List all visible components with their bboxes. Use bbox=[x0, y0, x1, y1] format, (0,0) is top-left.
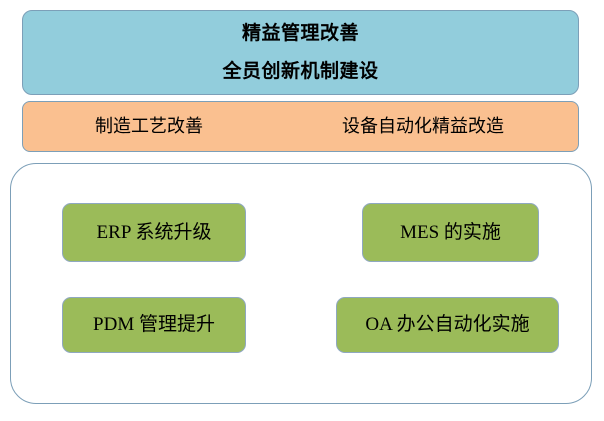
strategy-banner[interactable]: 精益管理改善 全员创新机制建设 bbox=[22, 10, 579, 95]
strategy-banner-line-1: 精益管理改善 bbox=[241, 22, 359, 44]
project-box-pdm-label: PDM 管理提升 bbox=[93, 314, 215, 336]
project-box-oa-label: OA 办公自动化实施 bbox=[365, 314, 530, 336]
project-box-mes-label: MES 的实施 bbox=[400, 221, 501, 243]
strategy-banner-line-2: 全员创新机制建设 bbox=[222, 60, 379, 82]
project-box-mes[interactable]: MES 的实施 bbox=[362, 203, 539, 262]
process-band[interactable]: 制造工艺改善 设备自动化精益改造 bbox=[22, 101, 579, 152]
project-box-erp-label: ERP 系统升级 bbox=[96, 221, 212, 243]
project-box-pdm[interactable]: PDM 管理提升 bbox=[62, 297, 246, 353]
process-band-item-automation: 设备自动化精益改造 bbox=[342, 116, 504, 137]
it-projects-container bbox=[10, 163, 592, 404]
project-box-oa[interactable]: OA 办公自动化实施 bbox=[336, 297, 559, 353]
project-box-erp[interactable]: ERP 系统升级 bbox=[62, 203, 246, 262]
process-band-item-manufacturing: 制造工艺改善 bbox=[95, 116, 203, 137]
